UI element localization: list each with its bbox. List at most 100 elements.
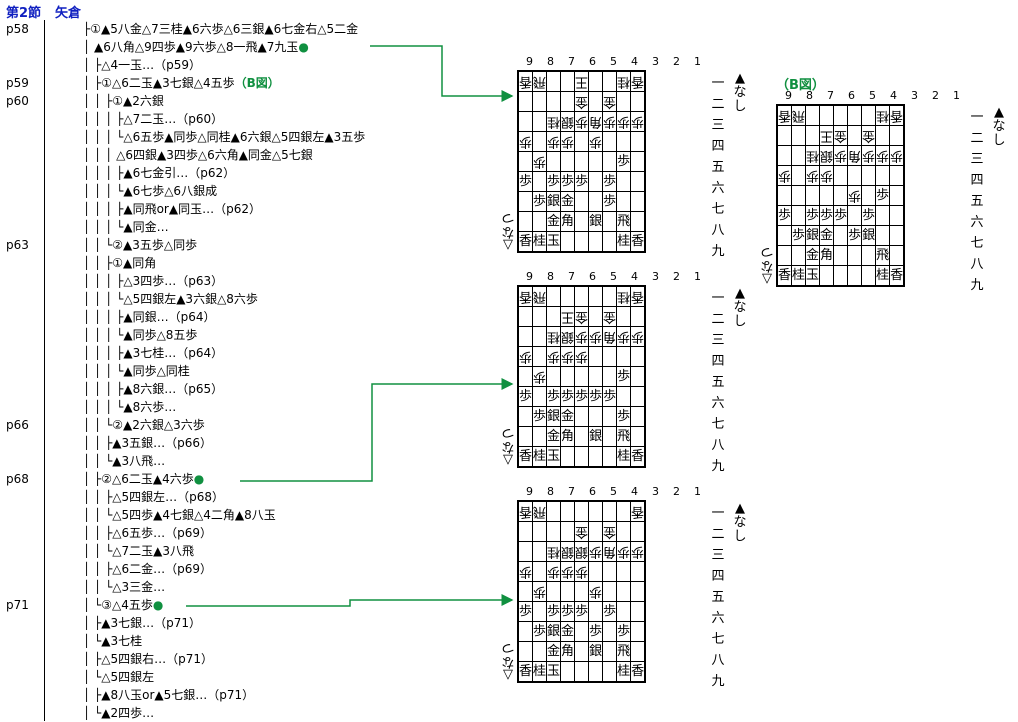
piece-glyph: 桂 bbox=[617, 234, 631, 249]
section-label: 第2節 bbox=[6, 6, 42, 21]
tree-line: │ │ │ └▲同歩△同桂 bbox=[83, 362, 190, 380]
move-text: │ ▲6八角△9四歩▲9六歩△8一飛▲7九玉 bbox=[83, 40, 299, 54]
piece-glyph: 歩 bbox=[575, 329, 589, 344]
link-dot: ● bbox=[193, 472, 205, 486]
column-number: 9 bbox=[526, 485, 533, 498]
tree-line: │ │ │ ├▲8六銀…（p65） bbox=[83, 380, 223, 398]
piece-glyph: 歩 bbox=[603, 174, 617, 189]
gote-piece: 飛 bbox=[532, 500, 548, 522]
move-text: │ │ └△7二玉▲3八飛 bbox=[83, 544, 195, 558]
piece-glyph: 金 bbox=[806, 248, 820, 263]
row-number: 五 bbox=[970, 194, 984, 209]
piece-glyph: 銀 bbox=[589, 214, 603, 229]
empty-square bbox=[889, 125, 905, 146]
gote-piece: 金 bbox=[861, 125, 877, 146]
tree-line: │ │ │ ├▲同銀…（p64） bbox=[83, 308, 215, 326]
piece-glyph: 歩 bbox=[603, 389, 617, 404]
empty-square bbox=[517, 326, 533, 347]
move-text: │ │ │ ├▲3七桂…（p64） bbox=[83, 346, 224, 360]
column-number: 9 bbox=[526, 270, 533, 283]
empty-square bbox=[630, 131, 646, 152]
empty-square bbox=[616, 521, 632, 542]
row-number: 五 bbox=[711, 160, 725, 175]
empty-square bbox=[833, 245, 849, 266]
empty-square bbox=[861, 165, 877, 186]
piece-glyph: 角 bbox=[603, 329, 617, 344]
hand-char: つ bbox=[501, 640, 515, 655]
sente-piece: 桂 bbox=[791, 265, 807, 287]
empty-square bbox=[574, 406, 590, 427]
piece-glyph: 歩 bbox=[561, 564, 575, 579]
piece-glyph: 香 bbox=[778, 108, 792, 123]
row-number: 一 bbox=[711, 506, 725, 521]
piece-glyph: 歩 bbox=[533, 369, 547, 384]
sente-piece: 歩 bbox=[517, 386, 533, 407]
move-text: │ │ │ △6四銀▲3四歩△6六角▲同金△5七銀 bbox=[83, 148, 313, 162]
sente-piece: 角 bbox=[819, 245, 835, 266]
page-ref-p58: p58 bbox=[6, 22, 29, 36]
move-text: │ ├△4一玉…（p59） bbox=[83, 58, 202, 72]
gote-piece: 王 bbox=[819, 125, 835, 146]
sente-piece: 銀 bbox=[805, 225, 821, 246]
sente-piece: 金 bbox=[560, 621, 576, 642]
piece-glyph: 銀 bbox=[547, 194, 561, 209]
move-text: │ │ └△3三金… bbox=[83, 580, 166, 594]
sente-piece: 歩 bbox=[776, 205, 792, 226]
move-text: │ │ │ └▲同歩△8五歩 bbox=[83, 328, 198, 342]
piece-glyph: 金 bbox=[547, 214, 561, 229]
piece-glyph: 角 bbox=[603, 544, 617, 559]
empty-square bbox=[889, 165, 905, 186]
empty-square bbox=[791, 145, 807, 166]
gote-piece: 桂 bbox=[546, 541, 562, 562]
column-number: 6 bbox=[589, 485, 596, 498]
empty-square bbox=[602, 151, 618, 172]
sente-piece: 香 bbox=[889, 265, 905, 287]
hand-char: な bbox=[760, 258, 774, 273]
gote-piece: 銀 bbox=[560, 326, 576, 347]
piece-glyph: 王 bbox=[820, 128, 834, 143]
piece-glyph: 歩 bbox=[533, 154, 547, 169]
hand-char: ▽ bbox=[762, 271, 772, 286]
empty-square bbox=[616, 306, 632, 327]
empty-square bbox=[546, 306, 562, 327]
link-dot: ● bbox=[152, 598, 164, 612]
empty-square bbox=[791, 165, 807, 186]
empty-square bbox=[517, 581, 533, 602]
piece-glyph: 飛 bbox=[792, 108, 806, 123]
empty-square bbox=[517, 406, 533, 427]
piece-glyph: 歩 bbox=[519, 604, 533, 619]
sente-piece: 桂 bbox=[532, 661, 548, 683]
gote-piece: 歩 bbox=[889, 145, 905, 166]
sente-piece: 歩 bbox=[861, 205, 877, 226]
piece-glyph: 金 bbox=[834, 128, 848, 143]
gote-piece: 歩 bbox=[616, 326, 632, 347]
sente-piece: 金 bbox=[546, 211, 562, 232]
hand-char: ▲ bbox=[735, 501, 745, 516]
empty-square bbox=[616, 91, 632, 112]
sente-piece: 銀 bbox=[546, 406, 562, 427]
tree-line: │ │ │ ├▲同飛or▲同玉…（p62） bbox=[83, 200, 261, 218]
piece-glyph: 香 bbox=[519, 289, 533, 304]
column-number: 1 bbox=[694, 55, 701, 68]
gote-piece: 歩 bbox=[588, 326, 604, 347]
empty-square bbox=[805, 104, 821, 126]
piece-glyph: 歩 bbox=[519, 564, 533, 579]
opening-label: 矢倉 bbox=[55, 6, 82, 21]
piece-glyph: 歩 bbox=[561, 174, 575, 189]
move-text: │ └▲2四歩… bbox=[83, 706, 155, 720]
piece-glyph: 歩 bbox=[617, 369, 631, 384]
sente-piece: 歩 bbox=[532, 406, 548, 427]
gote-piece: 歩 bbox=[546, 131, 562, 152]
piece-glyph: 歩 bbox=[575, 389, 589, 404]
empty-square bbox=[546, 581, 562, 602]
row-number: 六 bbox=[711, 611, 725, 626]
tree-line: │ │ │ └▲同金… bbox=[83, 218, 169, 236]
empty-square bbox=[791, 245, 807, 266]
piece-glyph: 玉 bbox=[806, 268, 820, 283]
empty-square bbox=[574, 366, 590, 387]
piece-glyph: 飛 bbox=[533, 74, 547, 89]
tree-line: │ │ ├△6五歩…（p69） bbox=[83, 524, 212, 542]
piece-glyph: 歩 bbox=[547, 389, 561, 404]
piece-glyph: 歩 bbox=[547, 134, 561, 149]
